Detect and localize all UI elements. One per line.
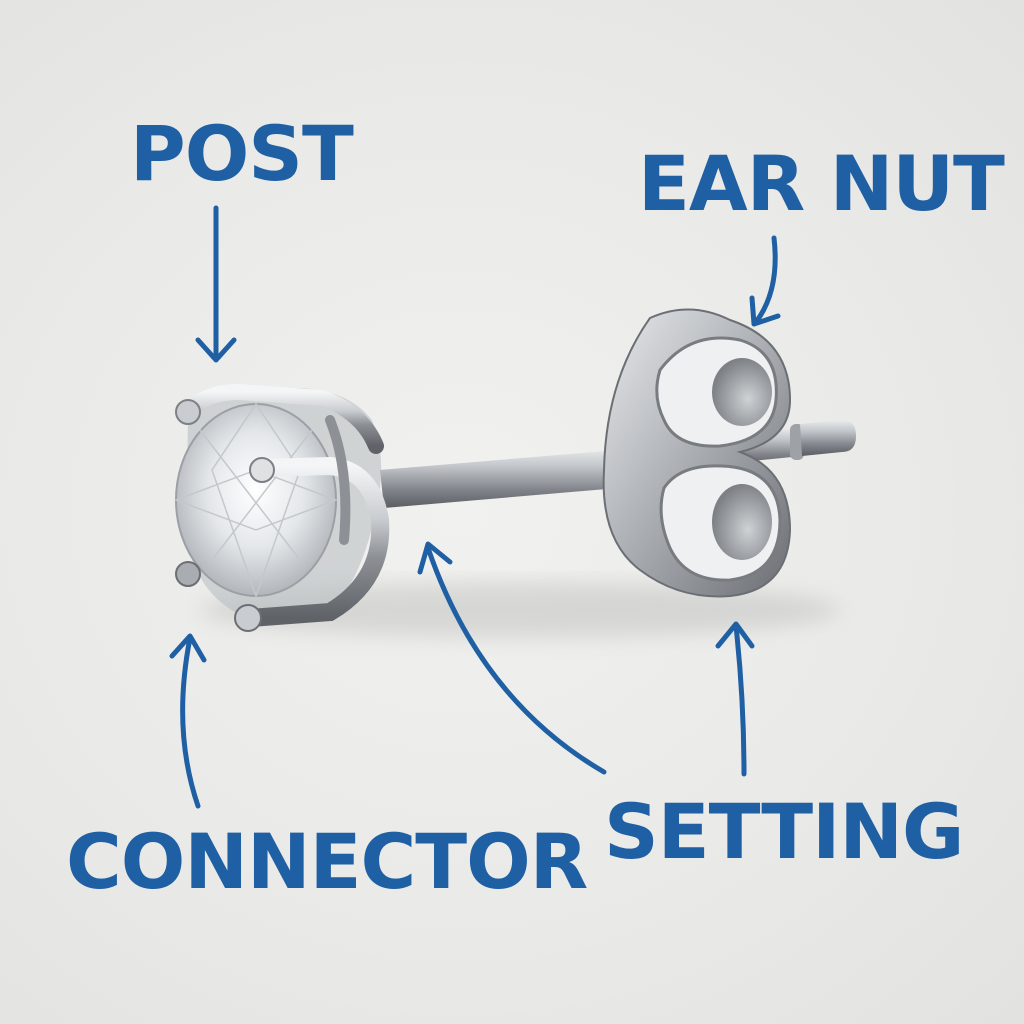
ear-nut: [602, 308, 792, 598]
gem-facets: [173, 402, 339, 599]
arrow-ear-nut: [749, 235, 781, 327]
arrow-connector: [169, 633, 207, 809]
label-ear-nut: EAR NUT: [638, 139, 1005, 228]
label-connector: CONNECTOR: [66, 817, 587, 906]
arrow-setting-left: [417, 541, 607, 775]
label-post: POST: [130, 109, 354, 198]
arrow-post: [195, 205, 237, 363]
label-setting: SETTING: [604, 787, 963, 876]
earring-setting: [173, 383, 390, 632]
arrow-setting-right: [715, 621, 755, 777]
